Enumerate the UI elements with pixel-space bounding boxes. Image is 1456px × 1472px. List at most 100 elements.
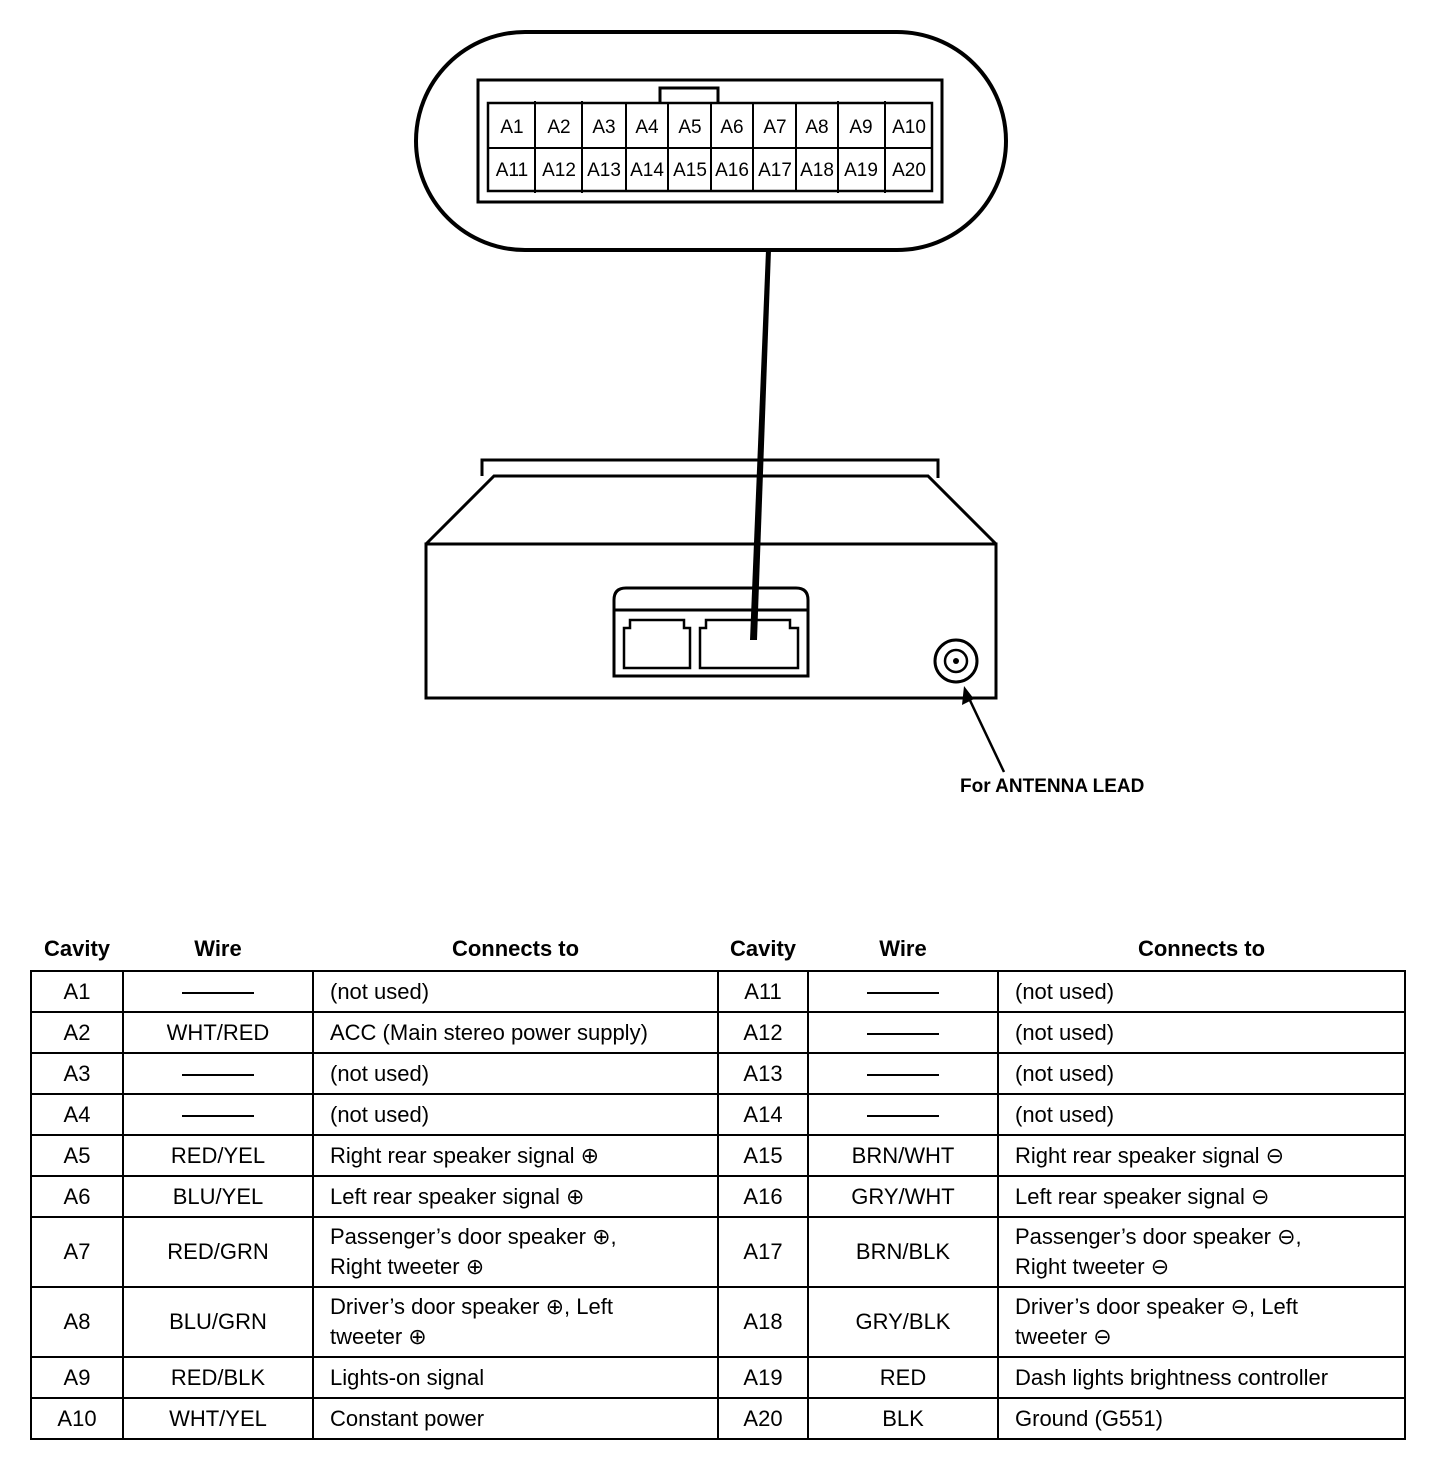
pin-label-a18: A18 — [800, 160, 834, 181]
header-cavity: Cavity — [43, 936, 111, 961]
wire-cell — [122, 970, 314, 1013]
unit-top-bevel — [424, 474, 998, 546]
connects-to-line: Right tweeter ⊕ — [330, 1254, 485, 1279]
cavity-cell: A3 — [30, 1052, 124, 1095]
harness-wire — [750, 250, 771, 640]
wire-cell: BLU/YEL — [122, 1175, 314, 1218]
connects-to-line: Right tweeter ⊖ — [1015, 1254, 1170, 1279]
cavity-cell: A9 — [30, 1356, 124, 1399]
connects-to-line: tweeter ⊖ — [1015, 1324, 1112, 1349]
connector-face-outline — [414, 30, 1008, 252]
connects-to-cell: (not used) — [312, 970, 719, 1013]
not-used-dash — [182, 991, 254, 994]
pin-label-a17: A17 — [758, 160, 792, 181]
pin-label-a11: A11 — [496, 160, 528, 181]
cavity-cell: A13 — [717, 1052, 809, 1095]
connects-to-cell: Dash lights brightness controller — [997, 1356, 1406, 1399]
wire-cell: GRY/WHT — [807, 1175, 999, 1218]
cavity-cell: A16 — [717, 1175, 809, 1218]
connects-to-line: Lights-on signal — [330, 1364, 485, 1390]
pin-label-a10: A10 — [892, 117, 926, 138]
cavity-cell: A18 — [717, 1286, 809, 1358]
pin-label-a1: A1 — [500, 117, 523, 138]
unit-top-lip — [480, 458, 940, 478]
cavity-cell: A2 — [30, 1011, 124, 1054]
wire-cell — [807, 1093, 999, 1136]
cavity-cell: A19 — [717, 1356, 809, 1399]
connects-to-line: ACC (Main stereo power supply) — [330, 1019, 648, 1045]
antenna-jack — [933, 638, 979, 684]
wire-cell: BRN/BLK — [807, 1216, 999, 1288]
header-connects-to: Connects to — [451, 936, 580, 961]
connects-to-cell: Constant power — [312, 1397, 719, 1440]
header-cavity: Cavity — [729, 936, 797, 961]
pin-label-a12: A12 — [542, 160, 576, 181]
pin-label-a16: A16 — [715, 160, 749, 181]
table-row: A4(not used)A14(not used) — [30, 1093, 1406, 1136]
pin-label-a13: A13 — [587, 160, 621, 181]
pin-label-a2: A2 — [547, 117, 570, 138]
wire-cell — [122, 1093, 314, 1136]
connects-to-cell: (not used) — [312, 1093, 719, 1136]
connects-to-cell: Right rear speaker signal ⊖ — [997, 1134, 1406, 1177]
pin-label-a4: A4 — [635, 117, 659, 138]
connects-to-cell: Left rear speaker signal ⊖ — [997, 1175, 1406, 1218]
antenna-arrowhead — [962, 686, 974, 705]
connects-to-line: (not used) — [1015, 1060, 1115, 1086]
cavity-cell: A17 — [717, 1216, 809, 1288]
cavity-cell: A1 — [30, 970, 124, 1013]
cavity-cell: A10 — [30, 1397, 124, 1440]
pin-label-a8: A8 — [805, 117, 828, 138]
cavity-cell: A15 — [717, 1134, 809, 1177]
wire-cell: BRN/WHT — [807, 1134, 999, 1177]
wire-cell: BLK — [807, 1397, 999, 1440]
cavity-cell: A11 — [717, 970, 809, 1013]
antenna-jack-inner — [943, 648, 969, 674]
pin-label-a7: A7 — [763, 117, 786, 138]
connects-to-line: (not used) — [330, 1101, 430, 1127]
wire-cell: RED/BLK — [122, 1356, 314, 1399]
cavity-cell: A4 — [30, 1093, 124, 1136]
cavity-cell: A12 — [717, 1011, 809, 1054]
connects-to-line: Passenger’s door speaker ⊕, — [330, 1224, 617, 1249]
connects-to-line: Passenger’s door speaker ⊖, — [1015, 1224, 1302, 1249]
connects-to-cell: Driver’s door speaker ⊕, Left tweeter ⊕ — [312, 1286, 719, 1358]
connects-to-cell: Passenger’s door speaker ⊕, Right tweeter… — [312, 1216, 719, 1288]
pin-label-a15: A15 — [673, 160, 707, 181]
connects-to-cell: Ground (G551) — [997, 1397, 1406, 1440]
pin-label-a3: A3 — [592, 117, 615, 138]
pin-label-a5: A5 — [678, 117, 701, 138]
connects-to-line: tweeter ⊕ — [330, 1324, 427, 1349]
wire-cell — [807, 1052, 999, 1095]
cavity-cell: A5 — [30, 1134, 124, 1177]
not-used-dash — [867, 1073, 939, 1076]
connector-lock-tab — [658, 86, 720, 103]
connects-to-cell: (not used) — [997, 970, 1406, 1013]
wire-cell: RED/YEL — [122, 1134, 314, 1177]
connects-to-cell: (not used) — [997, 1052, 1406, 1095]
connects-to-line: Dash lights brightness controller — [1015, 1364, 1329, 1390]
wire-cell: WHT/RED — [122, 1011, 314, 1054]
connects-to-cell: (not used) — [312, 1052, 719, 1095]
connects-to-line: Driver’s door speaker ⊕, Left — [330, 1294, 613, 1319]
wire-cell — [807, 1011, 999, 1054]
header-wire: Wire — [879, 936, 927, 961]
connects-to-line: (not used) — [330, 978, 430, 1004]
pin-label-a9: A9 — [849, 117, 872, 138]
cavity-cell: A7 — [30, 1216, 124, 1288]
not-used-dash — [182, 1114, 254, 1117]
wire-cell: WHT/YEL — [122, 1397, 314, 1440]
connects-to-cell: (not used) — [997, 1011, 1406, 1054]
wire-cell: RED — [807, 1356, 999, 1399]
not-used-dash — [182, 1073, 254, 1076]
rear-socket-hood — [612, 586, 810, 614]
audio-unit-rear — [424, 542, 998, 700]
